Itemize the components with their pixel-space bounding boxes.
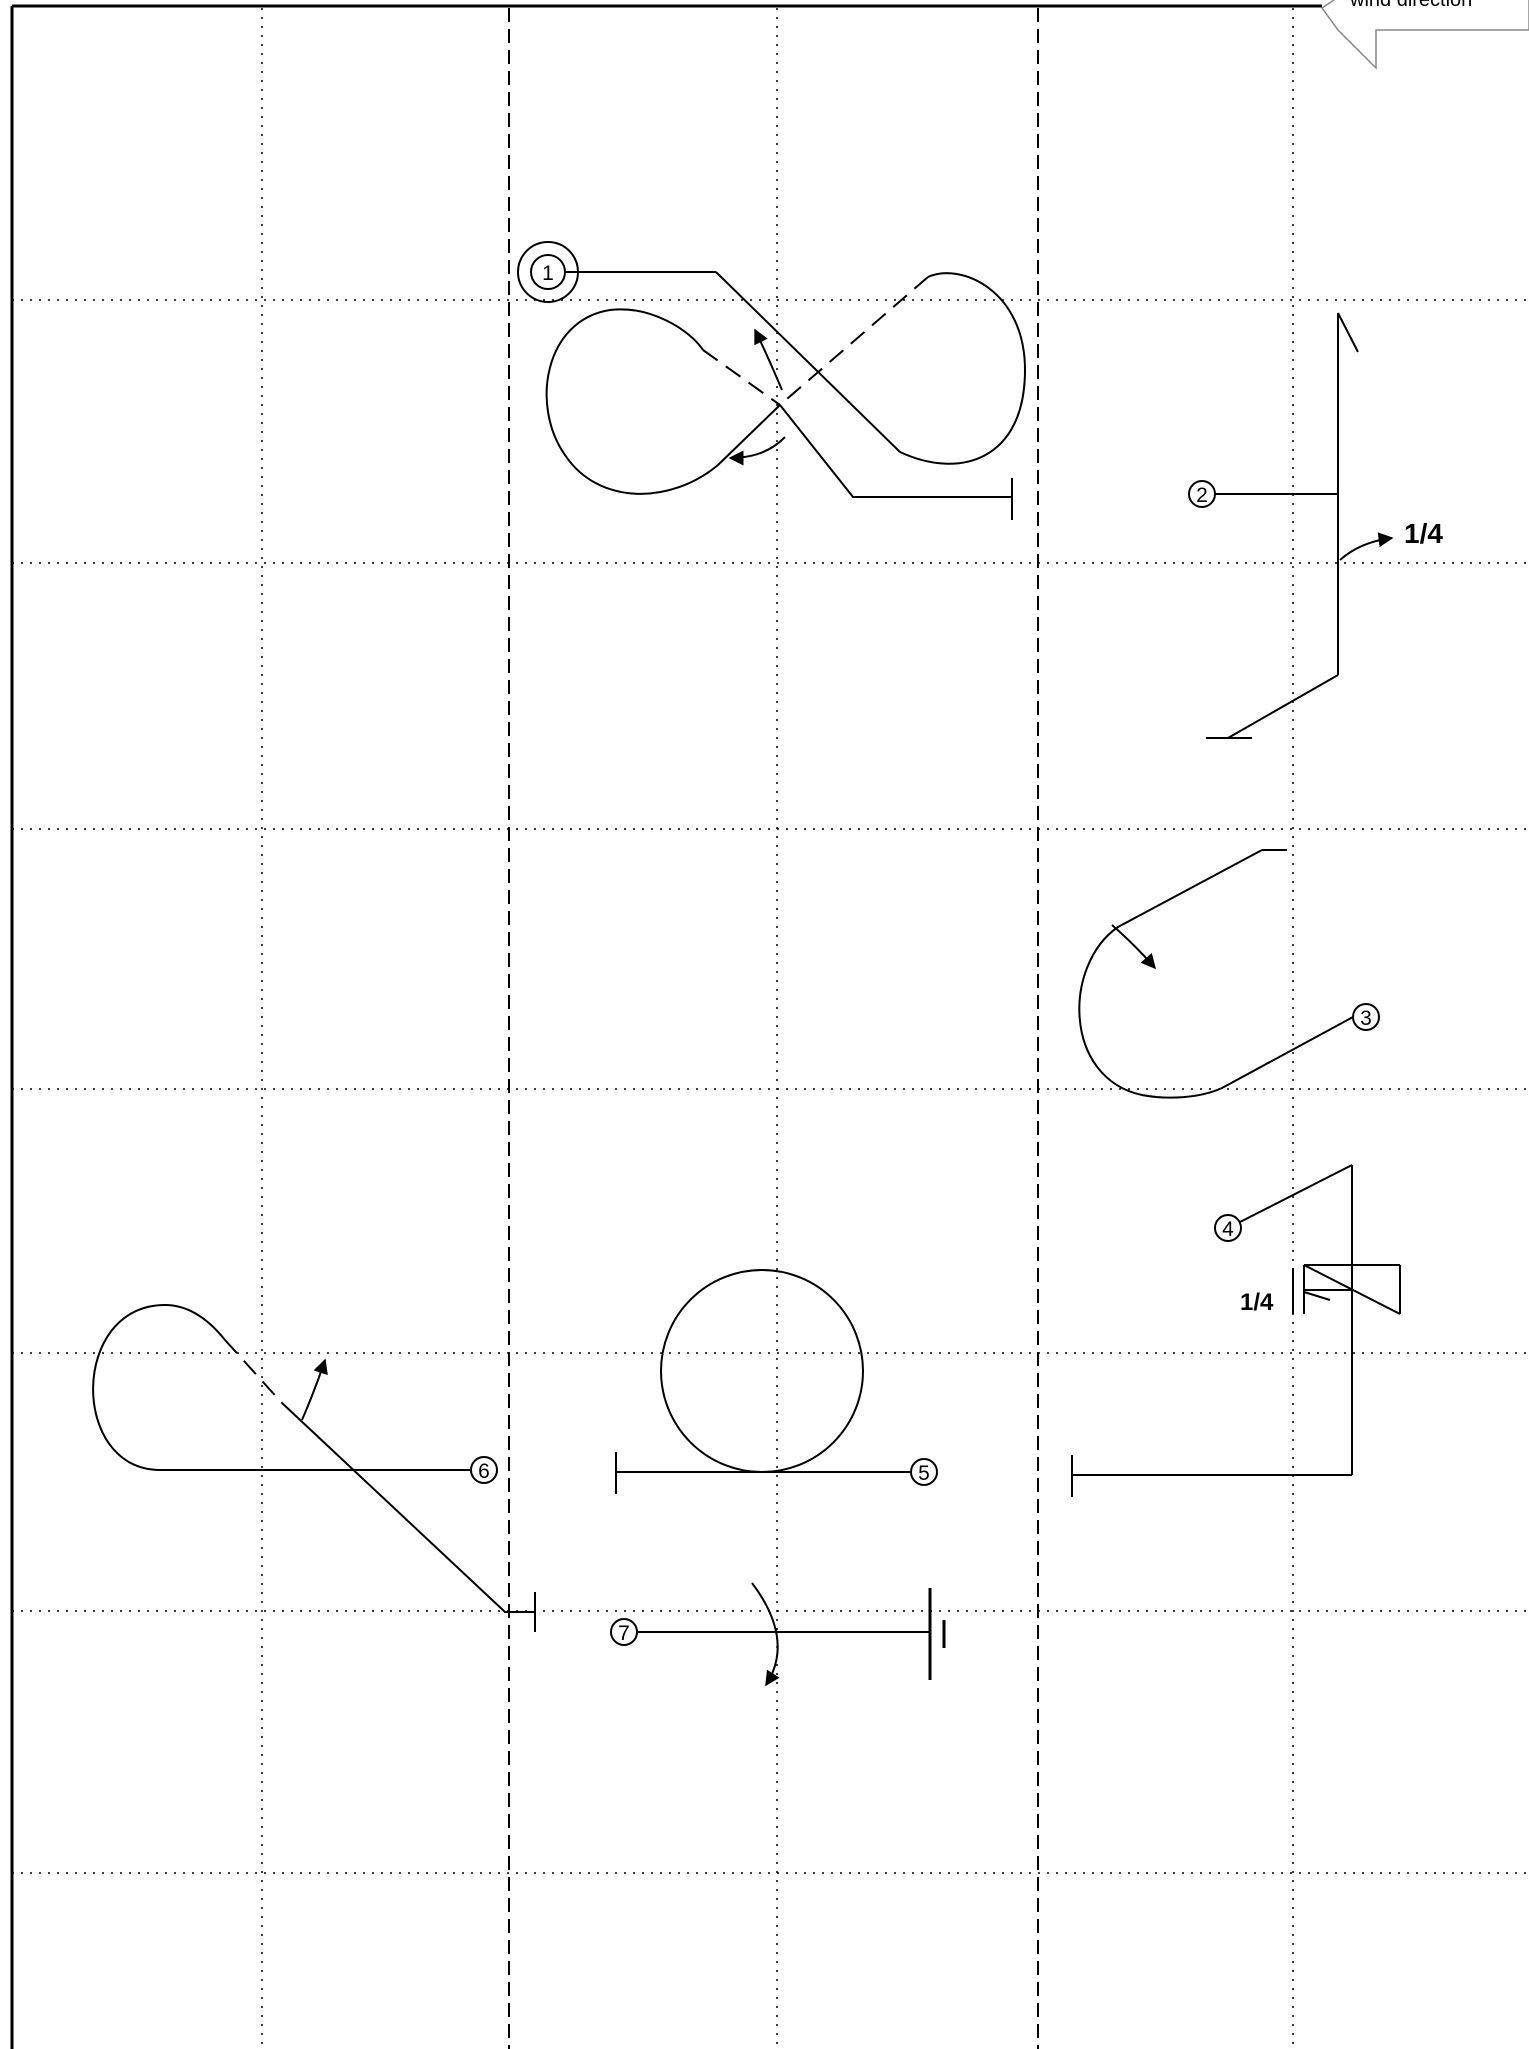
figure-4-roll-fraction: 1/4 <box>1240 1289 1274 1316</box>
figure-number-1: 1 <box>542 262 554 285</box>
figure-number-3: 3 <box>1360 1007 1372 1030</box>
figure-4-snap-roll: 4 1/4 <box>1071 1164 1401 1497</box>
figure-number-5: 5 <box>918 1462 930 1485</box>
wind-direction-label: wind direction <box>1349 0 1472 11</box>
figure-6-half-cuban: 6 <box>92 1303 536 1632</box>
figure-3-half-loop: 3 <box>1078 849 1380 1099</box>
figure-number-6: 6 <box>478 1460 490 1483</box>
grid-dashed-verticals <box>508 8 1039 2049</box>
figure-7-rolling-line: 7 <box>610 1582 946 1687</box>
figure-2-zigzag: 2 1/4 <box>1188 312 1443 739</box>
figure-number-4: 4 <box>1222 1218 1234 1241</box>
figure-1-eight: 1 <box>517 241 1027 520</box>
figure-5-loop: 5 <box>615 1269 938 1494</box>
grid <box>10 4 1529 2049</box>
grid-dotted-horizontals <box>12 299 1529 1874</box>
figure-number-2: 2 <box>1196 484 1208 507</box>
wind-direction-callout: wind direction <box>1320 0 1529 70</box>
grid-dotted-verticals <box>261 8 1294 2049</box>
page-border <box>10 4 1322 2049</box>
figure-number-7: 7 <box>618 1622 630 1645</box>
figure-2-roll-fraction: 1/4 <box>1404 518 1443 549</box>
